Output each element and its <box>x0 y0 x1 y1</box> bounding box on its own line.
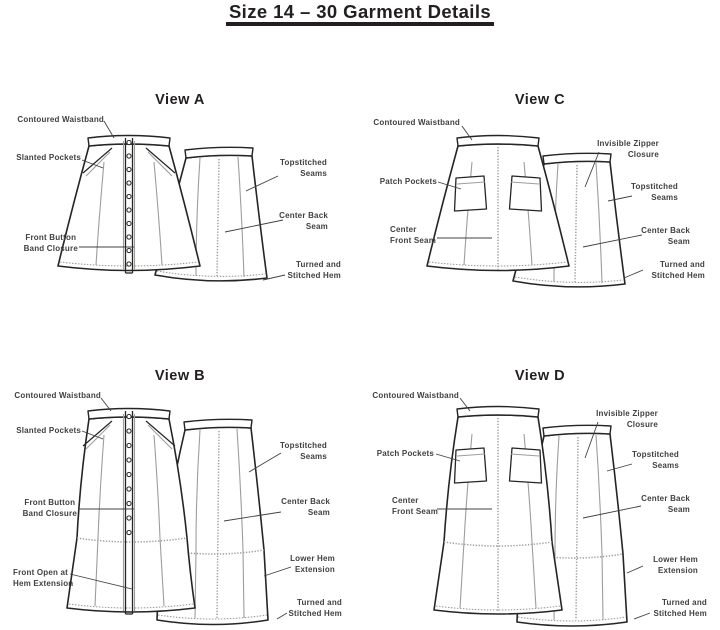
contoured-waistband-shape <box>456 405 540 418</box>
label-topstitched-seams: Topstitched Seams <box>280 441 327 461</box>
view-a-drawing <box>57 120 286 282</box>
label-turned-and-stitched-hem: Turned and Stitched Hem <box>653 598 707 618</box>
label-topstitched-seams: Topstitched Seams <box>631 182 678 202</box>
label-slanted-pockets: Slanted Pockets <box>16 153 81 162</box>
view-a-leader-lines <box>79 120 286 281</box>
slanted-pocket-lines <box>82 147 176 174</box>
label-contoured-waistband: Contoured Waistband <box>372 391 459 400</box>
label-center-back-seam: Center Back Seam <box>641 226 690 246</box>
view-d-panel: View D <box>360 358 720 628</box>
label-center-back-seam: Center Back Seam <box>281 497 330 517</box>
view-c-front-skirt <box>426 134 570 272</box>
label-turned-and-stitched-hem: Turned and Stitched Hem <box>288 598 342 618</box>
view-c-drawing <box>426 125 644 288</box>
label-invisible-zipper-closure: Invisible Zipper Closure <box>597 139 659 159</box>
view-d-leader-lines <box>435 397 651 620</box>
label-front-button-band-closure: Front Button Band Closure <box>23 233 78 253</box>
label-front-open-at-hem-extension: Front Open at Hem Extension <box>13 568 74 588</box>
view-a-front-skirt <box>57 134 201 274</box>
label-patch-pockets: Patch Pockets <box>376 449 434 458</box>
view-c-leader-lines <box>437 125 644 279</box>
label-center-front-seam: Center Front Seam <box>392 496 439 516</box>
contoured-waistband-shape <box>87 407 171 420</box>
label-lower-hem-extension: Lower Hem Extension <box>653 555 698 575</box>
view-c-panel: View C <box>360 88 720 316</box>
label-center-front-seam: Center Front Seam <box>390 225 437 245</box>
view-a-title: View A <box>155 92 205 108</box>
label-topstitched-seams: Topstitched Seams <box>280 158 327 178</box>
patch-pockets-shapes <box>453 447 543 484</box>
view-d-front-skirt <box>433 405 563 615</box>
view-b-leader-lines <box>69 397 292 620</box>
view-b-front-skirt <box>66 407 196 615</box>
center-back-seam-line <box>216 158 220 277</box>
label-front-button-band-closure: Front Button Band Closure <box>22 498 77 518</box>
view-b-drawing <box>66 397 292 626</box>
contoured-waistband-shape <box>456 134 540 147</box>
label-turned-and-stitched-hem: Turned and Stitched Hem <box>287 260 341 280</box>
label-slanted-pockets: Slanted Pockets <box>16 426 81 435</box>
page-title: Size 14 – 30 Garment Details <box>228 1 492 22</box>
slanted-pocket-lines <box>82 420 176 447</box>
label-contoured-waistband: Contoured Waistband <box>373 118 460 127</box>
view-d-title: View D <box>514 368 566 384</box>
label-center-back-seam: Center Back Seam <box>641 494 690 514</box>
center-back-seam-line <box>216 430 220 619</box>
view-c-title: View C <box>514 92 566 108</box>
button-band <box>124 411 134 615</box>
label-topstitched-seams: Topstitched Seams <box>632 450 679 470</box>
label-contoured-waistband: Contoured Waistband <box>14 391 101 400</box>
back-hem-extension-seam <box>521 553 624 559</box>
front-hem-extension-seam <box>443 541 553 547</box>
patch-pockets-shapes <box>453 175 543 212</box>
label-turned-and-stitched-hem: Turned and Stitched Hem <box>651 260 705 280</box>
label-patch-pockets: Patch Pockets <box>379 177 437 186</box>
view-a-panel: View A <box>0 88 360 316</box>
invisible-zipper-seam-line <box>574 164 578 283</box>
label-invisible-zipper-closure: Invisible Zipper Closure <box>596 409 658 429</box>
label-contoured-waistband: Contoured Waistband <box>17 115 104 124</box>
label-lower-hem-extension: Lower Hem Extension <box>290 554 335 574</box>
view-d-drawing <box>433 397 651 627</box>
view-b-title: View B <box>154 368 206 384</box>
title-underline <box>226 22 494 26</box>
button-band <box>124 138 134 274</box>
view-b-panel: View B <box>0 358 360 628</box>
label-center-back-seam: Center Back Seam <box>279 211 328 231</box>
